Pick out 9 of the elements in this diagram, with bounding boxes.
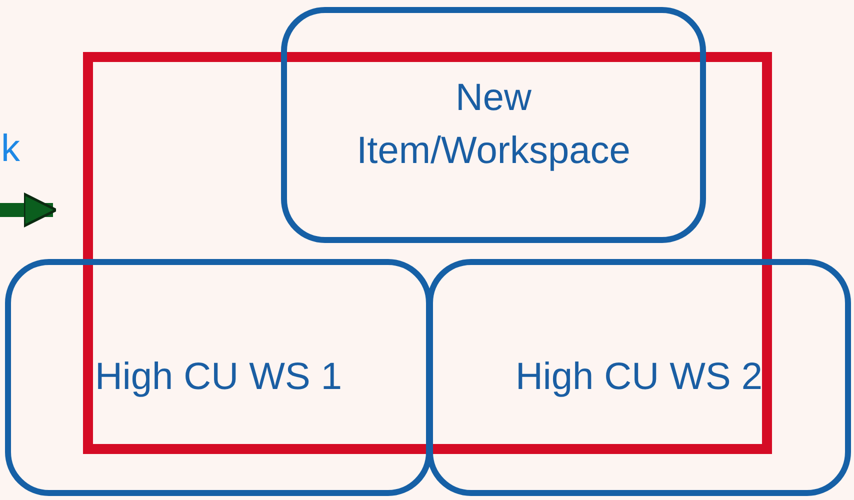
rounded-box bbox=[427, 259, 851, 496]
text-label: k bbox=[1, 128, 20, 171]
rounded-box bbox=[281, 7, 706, 243]
frame-rectangle bbox=[83, 52, 772, 454]
arrow bbox=[0, 192, 58, 228]
node-label: High CU WS 2 bbox=[515, 354, 763, 400]
rounded-box bbox=[5, 259, 432, 496]
node-label: New Item/Workspace bbox=[356, 76, 632, 174]
node-label: High CU WS 1 bbox=[94, 354, 342, 400]
